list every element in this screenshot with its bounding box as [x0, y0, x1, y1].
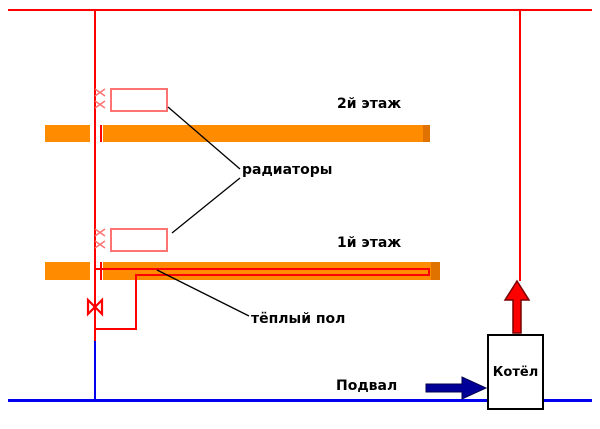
boiler-label: Котёл	[492, 364, 539, 380]
warm-floor-coil-return	[94, 328, 137, 330]
floor-slab-1-edge	[431, 262, 440, 280]
radiator2-valve-top-icon	[94, 88, 106, 97]
warm-floor-coil-top	[96, 268, 430, 270]
pipe-tick-floor1	[100, 262, 102, 280]
pipe-slot-floor2	[90, 125, 103, 142]
floor2-label: 2й этаж	[337, 96, 402, 112]
flow-up-arrow-icon	[503, 279, 531, 334]
warm-floor-coil-bottom	[135, 274, 430, 276]
radiators-label: радиаторы	[242, 162, 333, 178]
pipe-slot-floor1	[90, 262, 103, 280]
radiator2-valve-bottom-icon	[94, 100, 106, 109]
radiator-floor2	[110, 88, 168, 112]
supply-pipe-left	[94, 9, 96, 341]
supply-pipe-right	[519, 9, 521, 281]
radiator-floor1	[110, 228, 168, 252]
boiler-box: Котёл	[487, 334, 544, 410]
radiator1-valve-bottom-icon	[94, 240, 106, 249]
floor1-label: 1й этаж	[337, 235, 402, 251]
return-pipe-bottom	[8, 399, 592, 402]
warm-floor-label: тёплый пол	[251, 311, 346, 327]
pointer-line-radiator1	[171, 177, 241, 234]
warm-floor-coil-drop	[135, 274, 137, 330]
floor-slab-1	[45, 262, 440, 280]
floor-slab-2-edge	[423, 125, 430, 142]
supply-pipe-top	[8, 9, 592, 11]
return-pipe-left	[94, 341, 96, 400]
pipe-tick-floor2	[100, 125, 102, 142]
radiator1-valve-top-icon	[94, 228, 106, 237]
warm-floor-coil-right	[428, 268, 430, 276]
basement-label: Подвал	[336, 378, 398, 394]
flow-right-arrow-icon	[425, 376, 488, 400]
